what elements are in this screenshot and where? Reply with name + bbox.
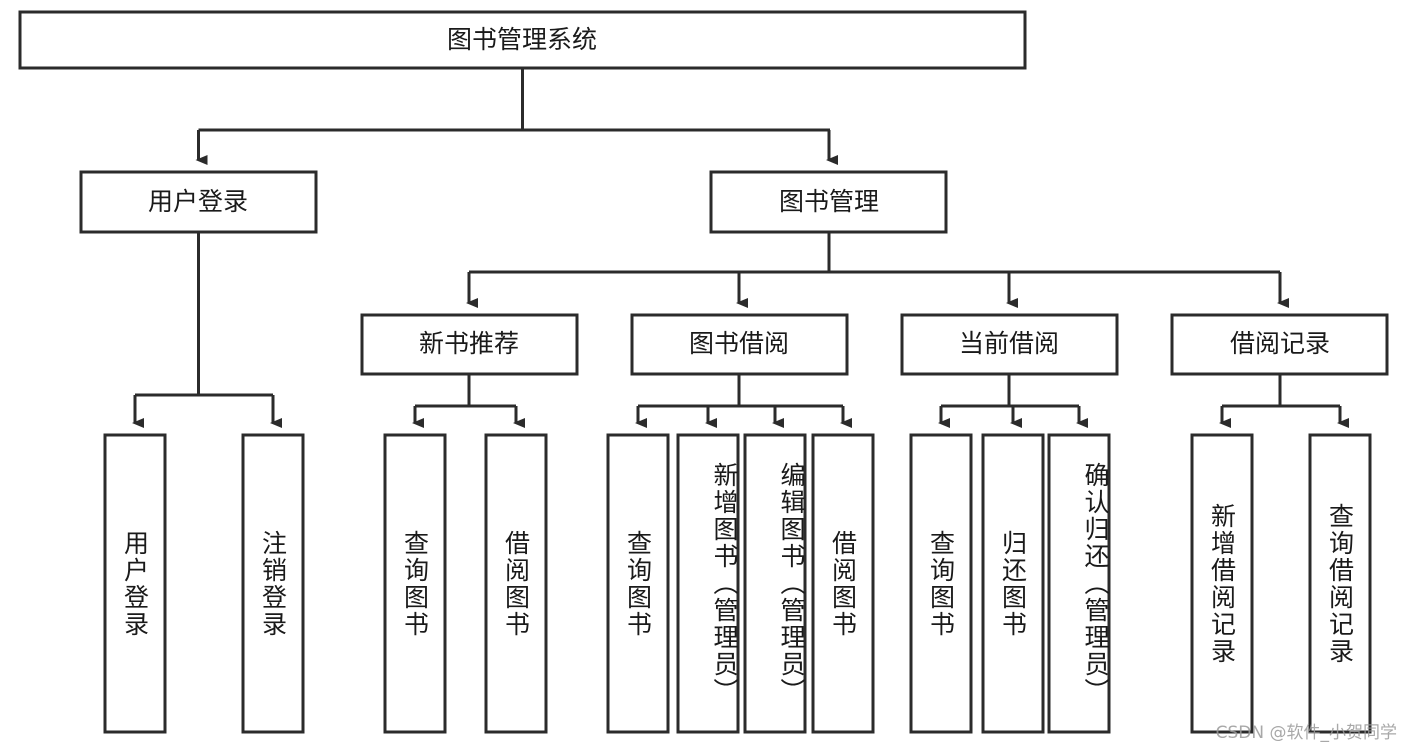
leaf-box-add-record[interactable]: [1190, 433, 1254, 734]
node-current-borrow-box: [900, 313, 1119, 376]
leaf-box-add-book[interactable]: [676, 433, 740, 734]
node-current-borrow-label: 当前借阅: [959, 329, 1059, 358]
leaf-box-query-book-rec[interactable]: [383, 433, 447, 734]
node-book-borrow[interactable]: 图书借阅: [630, 313, 849, 376]
connector-group-book-manage: [466, 232, 1289, 308]
connector-group-new-book-rec: [412, 374, 525, 428]
node-book-borrow-label: 图书借阅: [689, 329, 789, 358]
node-new-book-rec[interactable]: 新书推荐: [360, 313, 579, 376]
node-current-borrow[interactable]: 当前借阅: [900, 313, 1119, 376]
connector-group-user-login: [132, 232, 282, 428]
node-borrow-record-label: 借阅记录: [1230, 329, 1330, 358]
node-root-box: [18, 10, 1027, 70]
node-book-manage-label: 图书管理: [779, 187, 879, 216]
node-book-borrow-box: [630, 313, 849, 376]
leaf-boxes: [103, 433, 1372, 734]
leaf-box-query-book-current[interactable]: [909, 433, 973, 734]
node-book-manage[interactable]: 图书管理: [709, 170, 948, 234]
watermark-text: CSDN @软件_小贺同学: [1215, 723, 1397, 743]
node-user-login-label: 用户登录: [148, 187, 248, 216]
node-borrow-record[interactable]: 借阅记录: [1170, 313, 1389, 376]
leaf-box-return-book[interactable]: [981, 433, 1045, 734]
leaf-box-query-record[interactable]: [1308, 433, 1372, 734]
leaf-box-query-book-borrow[interactable]: [606, 433, 670, 734]
node-new-book-rec-box: [360, 313, 579, 376]
node-root-label: 图书管理系统: [447, 25, 597, 54]
node-borrow-record-box: [1170, 313, 1389, 376]
node-user-login[interactable]: 用户登录: [79, 170, 318, 234]
node-new-book-rec-label: 新书推荐: [419, 329, 519, 358]
node-user-login-box: [79, 170, 318, 234]
leaf-box-user-login[interactable]: [103, 433, 167, 734]
connector-group-book-borrow: [635, 374, 852, 428]
node-root[interactable]: 图书管理系统: [18, 10, 1027, 70]
leaf-box-edit-book[interactable]: [743, 433, 807, 734]
leaf-box-borrow-book-rec[interactable]: [484, 433, 548, 734]
connector-group-root: [195, 68, 838, 165]
connector-group-borrow-record: [1219, 374, 1349, 428]
leaf-box-confirm-return[interactable]: [1047, 433, 1111, 734]
connector-group-current-borrow: [938, 374, 1088, 428]
leaf-box-borrow-book[interactable]: [811, 433, 875, 734]
leaf-box-logout[interactable]: [241, 433, 305, 734]
node-book-manage-box: [709, 170, 948, 234]
